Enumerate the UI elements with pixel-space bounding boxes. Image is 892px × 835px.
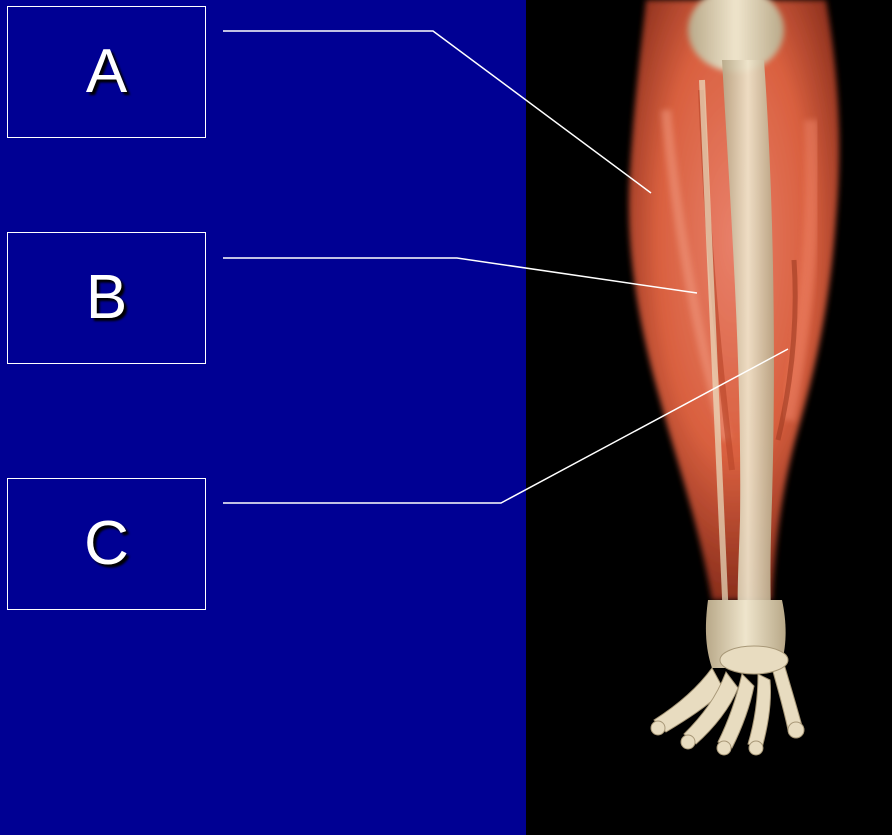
label-box-c[interactable]: C xyxy=(7,478,206,610)
label-b: B xyxy=(86,267,127,329)
leader-line-a xyxy=(223,31,651,193)
leader-line-b xyxy=(223,258,697,293)
label-box-a[interactable]: A xyxy=(7,6,206,138)
leader-line-c xyxy=(223,349,788,503)
label-c: C xyxy=(84,513,129,575)
label-a: A xyxy=(86,41,127,103)
label-box-b[interactable]: B xyxy=(7,232,206,364)
